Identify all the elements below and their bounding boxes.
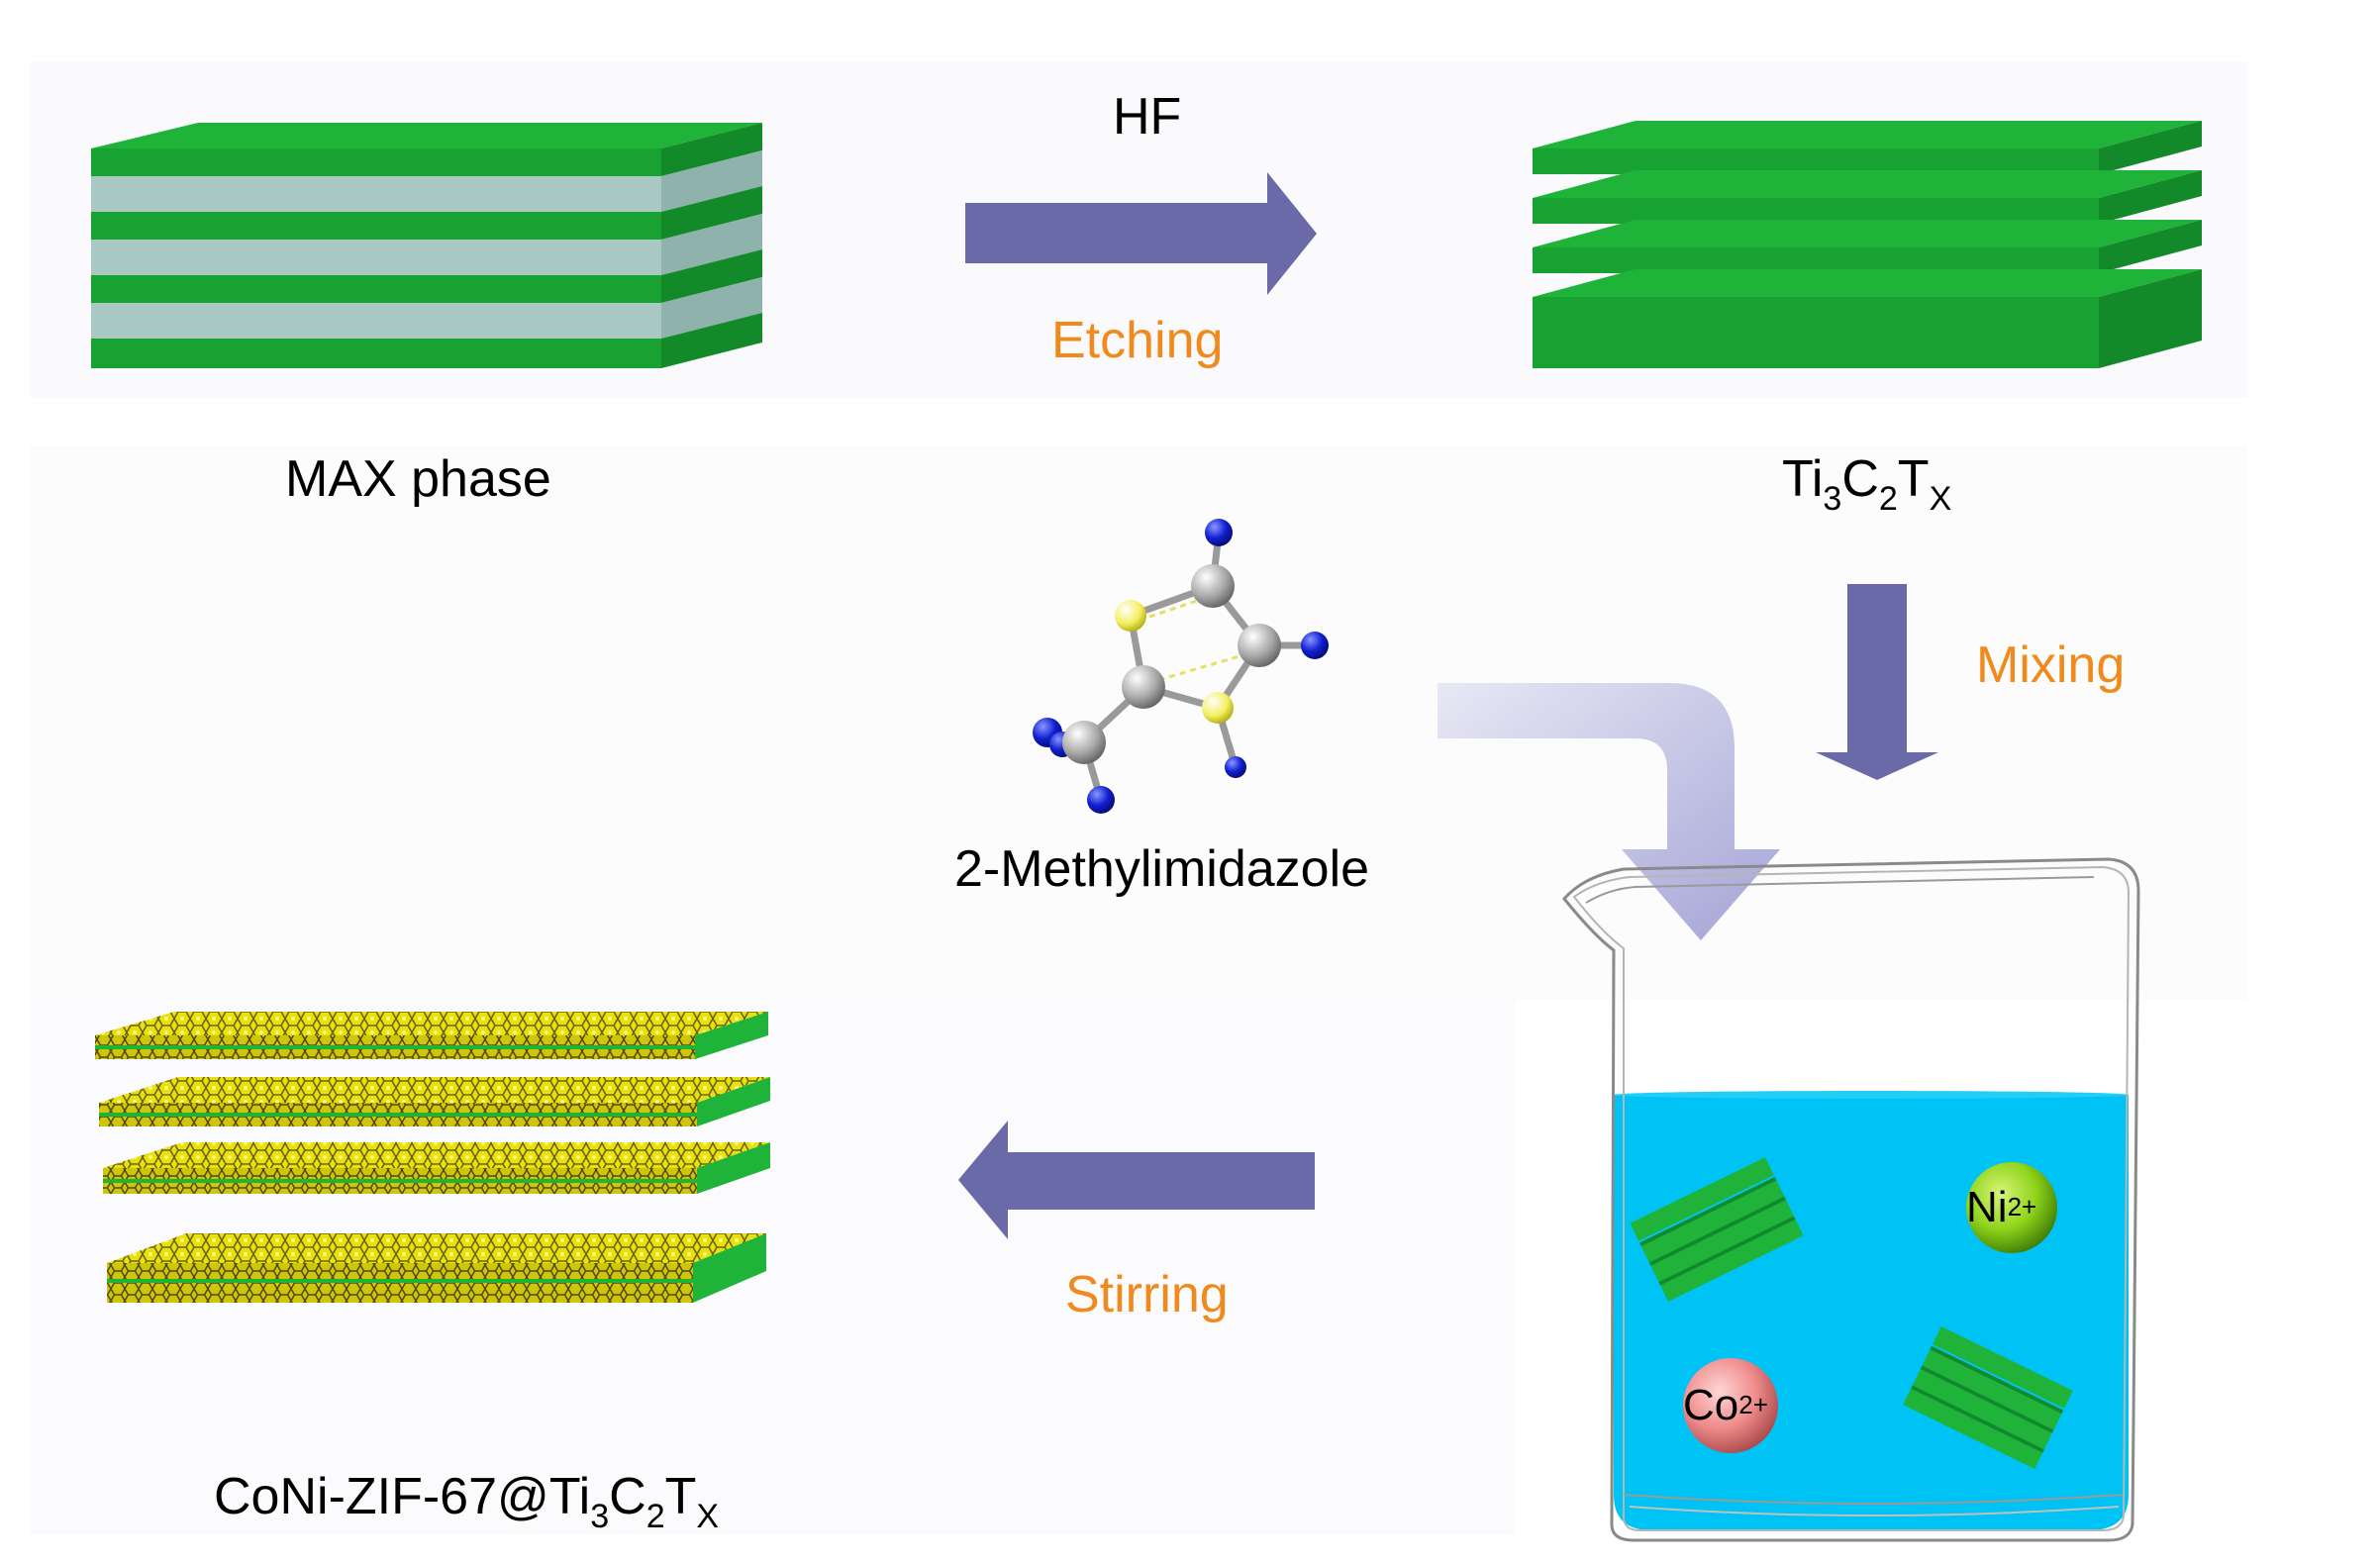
stirring-label: Stirring	[1065, 1266, 1229, 1323]
mxene-flake-upper	[1630, 1157, 1804, 1302]
composite-stack	[95, 1012, 770, 1303]
co-ion-label: Co2+	[1683, 1381, 1768, 1429]
mxene-stack	[1533, 121, 2202, 368]
background-panel-middle	[30, 445, 2247, 1000]
mixing-label: Mixing	[1976, 636, 2126, 694]
ni-ion-label: Ni2+	[1966, 1183, 2037, 1231]
etching-arrow	[965, 172, 1317, 295]
methylimidazole-molecule	[1033, 519, 1329, 814]
mxene-flake-lower	[1903, 1326, 2073, 1469]
composite-label: CoNi-ZIF-67@Ti3C2TX	[214, 1468, 720, 1535]
stirring-arrow	[958, 1121, 1315, 1239]
reagent-hf-label: HF	[1113, 88, 1182, 146]
co-ion-sphere	[1683, 1358, 1778, 1453]
mixing-arrow	[1816, 584, 1938, 780]
mxene-label: Ti3C2TX	[1782, 450, 1952, 518]
max-phase-label: MAX phase	[285, 450, 551, 508]
ni-ion-sphere	[1966, 1162, 2057, 1253]
etching-label: Etching	[1051, 312, 1224, 369]
max-phase-stack	[91, 123, 762, 368]
linker-label: 2-Methylimidazole	[954, 840, 1370, 898]
